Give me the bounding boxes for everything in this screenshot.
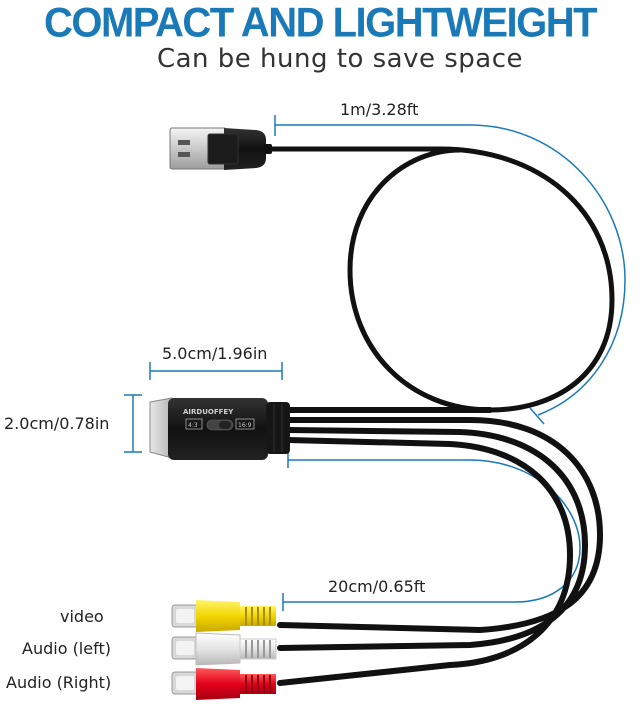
label-audio-left: Audio (left): [22, 639, 111, 658]
hdmi-adapter: AIRDUOFFEY 4:3 16:9: [149, 397, 290, 460]
rca-white-connector: [171, 632, 277, 666]
switch-label-right: 16:9: [238, 422, 252, 429]
cable-length-indicator: [274, 115, 626, 425]
rca-length-indicator: [282, 451, 581, 611]
rca-cable-bundle: [277, 417, 604, 686]
headline: COMPACT AND LIGHTWEIGHT: [43, 0, 598, 47]
usb-connector: [169, 127, 272, 170]
adapter-height-indicator: [124, 394, 142, 453]
rca-length-label: 20cm/0.65ft: [328, 577, 426, 596]
label-audio-right: Audio (Right): [6, 673, 112, 692]
adapter-length-label: 5.0cm/1.96in: [162, 344, 268, 363]
cable-length-label: 1m/3.28ft: [340, 100, 419, 119]
rca-yellow-connector: [171, 600, 276, 632]
adapter-brand: AIRDUOFFEY: [183, 408, 234, 416]
rca-red-connector: [171, 668, 276, 700]
switch-label-left: 4:3: [188, 422, 198, 429]
subhead: Can be hung to save space: [156, 44, 524, 74]
adapter-height-label: 2.0cm/0.78in: [4, 414, 110, 433]
adapter-width-indicator: [149, 362, 283, 380]
label-video: video: [60, 607, 104, 626]
usb-cable: [265, 146, 615, 413]
